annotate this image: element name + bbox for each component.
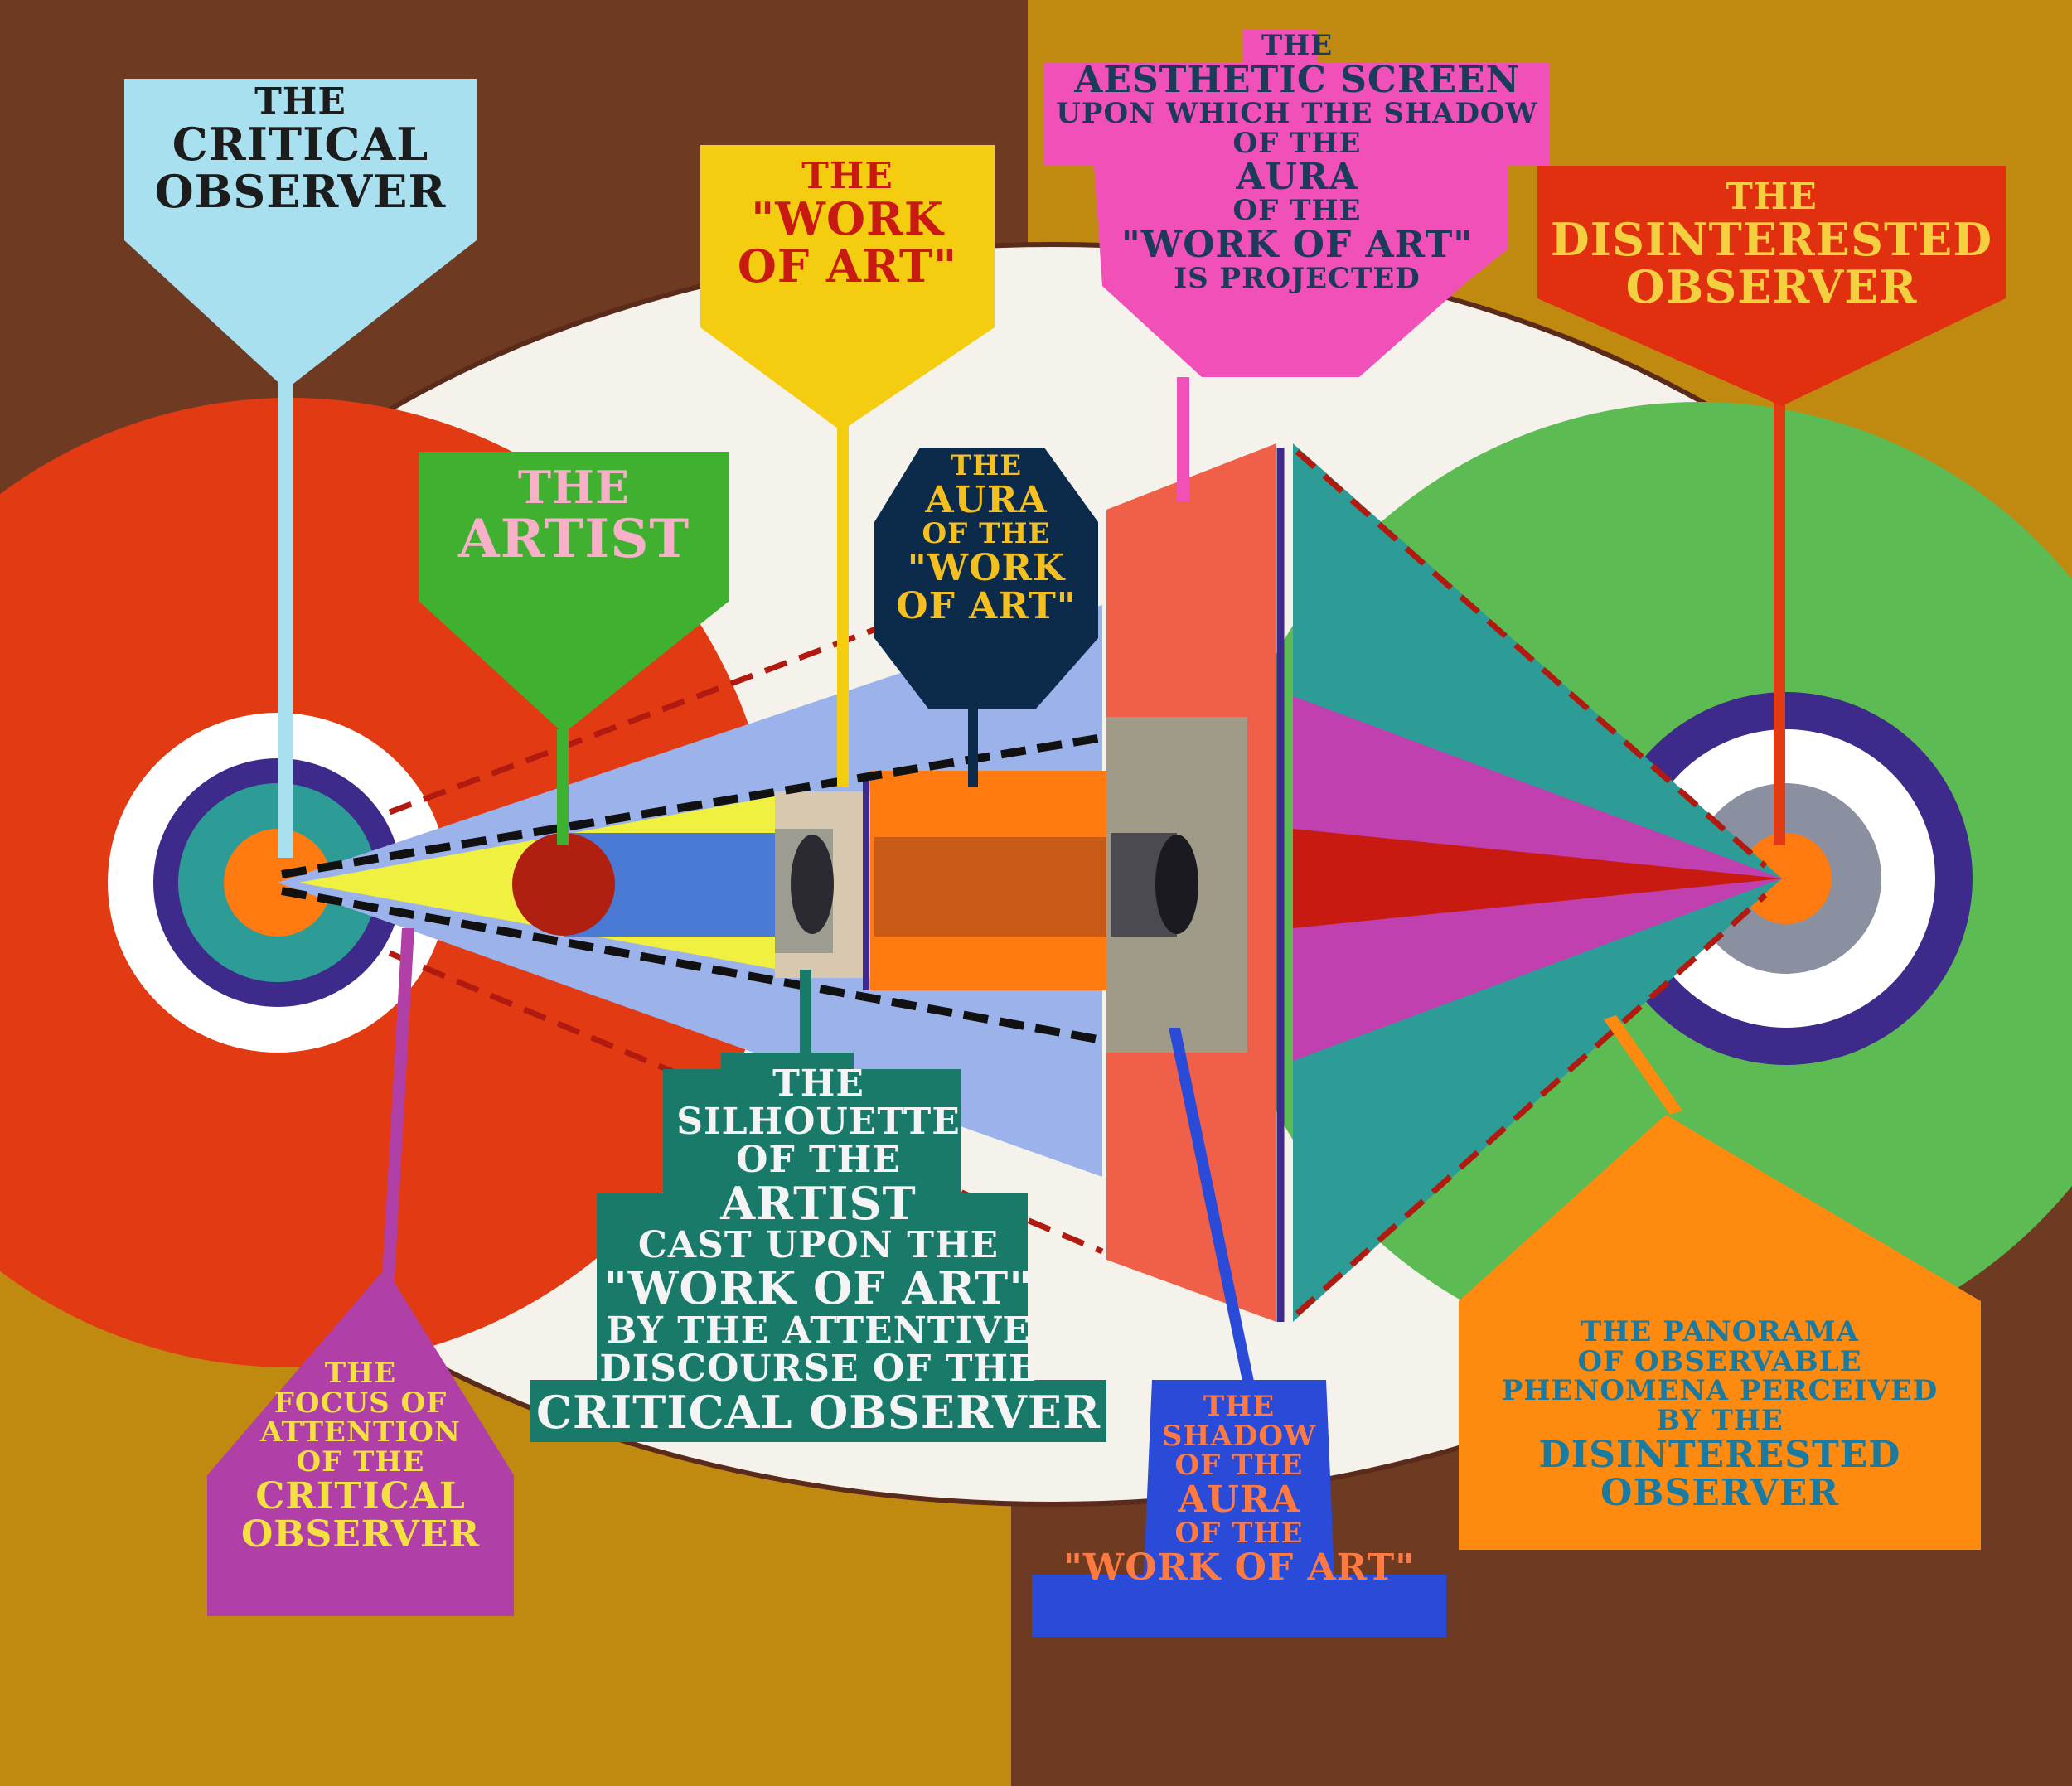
focus-line3: ATTENTION [260, 1416, 461, 1450]
silhouette-line9: CRITICAL OBSERVER [536, 1385, 1101, 1439]
shadow-line5: OF THE [1174, 1517, 1304, 1551]
artist-red-ball [512, 833, 615, 936]
aesthetic-screen-sign [1044, 29, 1550, 377]
silhouette-line3: OF THE [736, 1139, 901, 1182]
aura-line3: OF THE [922, 516, 1051, 550]
artist-line1: THE [517, 461, 631, 514]
artist-label: THE ARTIST [419, 464, 729, 567]
work-of-art-sign [700, 145, 995, 431]
red-triangle [1293, 829, 1782, 928]
aura-line2: AURA [925, 478, 1048, 521]
silhouette-line7: BY THE ATTENTIVE [606, 1309, 1031, 1353]
panorama-line5: DISINTERESTED [1538, 1433, 1901, 1476]
dark-disc-left [791, 835, 834, 934]
silhouette-stem [800, 970, 811, 1069]
aura-line1: THE [950, 449, 1023, 482]
artist-sign [419, 452, 729, 733]
critical-observer-line3: OBSERVER [154, 164, 447, 218]
shadow-of-aura-sign [1032, 1380, 1446, 1637]
shadow-of-aura-label: THE SHADOW OF THE AURA OF THE "WORK OF A… [1032, 1392, 1446, 1587]
panorama-sign [1459, 1115, 1981, 1550]
disinterested-observer-line1: THE [1726, 176, 1818, 218]
work-of-art-line1: THE [801, 155, 893, 197]
disinterested-observer-line3: OBSERVER [1625, 259, 1918, 313]
panorama-line6: OBSERVER [1600, 1471, 1840, 1514]
panorama-line2: OF OBSERVABLE [1577, 1344, 1862, 1378]
aesthetic-screen-line1: THE [1261, 29, 1334, 62]
shadow-line6: "WORK OF ART" [1063, 1546, 1416, 1589]
aesthetic-screen-line7: "WORK OF ART" [1121, 224, 1474, 267]
disinterested-observer-line2: DISINTERESTED [1550, 213, 1993, 267]
aura-label: THE AURA OF THE "WORK OF ART" [874, 449, 1098, 627]
aesthetic-screen-drip [1177, 377, 1189, 501]
critical-observer-line2: CRITICAL [172, 118, 429, 172]
focus-line5: CRITICAL [255, 1474, 466, 1517]
focus-line2: FOCUS OF [274, 1386, 448, 1420]
disinterested-observer-label: THE DISINTERESTED OBSERVER [1537, 176, 2006, 313]
silhouette-label: THE SILHOUETTE OF THE ARTIST CAST UPON T… [530, 1062, 1106, 1439]
shadow-line2: SHADOW [1161, 1419, 1317, 1453]
aura-line5: OF ART" [896, 584, 1077, 627]
critical-observer-sign [124, 79, 477, 390]
silhouette-line5: CAST UPON THE [637, 1224, 1000, 1267]
work-of-art-line3: OF ART" [737, 239, 958, 293]
aesthetic-screen-line2: AESTHETIC SCREEN [1074, 58, 1520, 101]
artist-stem [557, 729, 569, 845]
focus-stem [381, 928, 414, 1293]
shadow-line1: THE [1203, 1390, 1276, 1423]
aesthetic-screen-line5: AURA [1236, 156, 1358, 199]
silhouette-sign [530, 1053, 1106, 1442]
shadow-line3: OF THE [1174, 1449, 1304, 1483]
aesthetic-screen-label: THE AESTHETIC SCREEN UPON WHICH THE SHAD… [1044, 31, 1550, 294]
aesthetic-screen-line3: UPON WHICH THE SHADOW [1056, 96, 1538, 130]
right-lower-dashed-line [1295, 893, 1768, 1316]
focus-line1: THE [324, 1357, 397, 1390]
aesthetic-screen-line4: OF THE [1232, 126, 1362, 160]
aesthetic-screen-line8: IS PROJECTED [1174, 262, 1421, 296]
shadow-line4: AURA [1178, 1479, 1300, 1522]
focus-line6: OBSERVER [240, 1513, 481, 1556]
critical-observer-line1: THE [254, 80, 346, 123]
silhouette-line1: THE [772, 1062, 864, 1105]
panorama-stem [1604, 1015, 1682, 1115]
brown-cylinder [874, 837, 1115, 937]
lower-inner-dashed-line [281, 887, 1103, 1044]
work-of-art-line2: "WORK [751, 192, 944, 246]
work-of-art-label: THE "WORK OF ART" [700, 157, 995, 290]
panorama-line4: BY THE [1656, 1404, 1784, 1438]
shadow-stem [1169, 1028, 1260, 1409]
right-target-center [1740, 833, 1832, 924]
critical-observer-label: THE CRITICAL OBSERVER [124, 80, 477, 218]
upper-inner-dashed-line [281, 733, 1103, 878]
silhouette-line2: SILHOUETTE [676, 1101, 961, 1144]
dark-disc-right [1155, 835, 1198, 934]
work-of-art-stem [837, 423, 849, 787]
disinterested-observer-stem [1774, 398, 1785, 845]
silhouette-line4: ARTIST [720, 1176, 917, 1230]
artist-line2: ARTIST [457, 507, 690, 570]
focus-of-attention-sign [207, 1268, 514, 1616]
critical-observer-stem [278, 381, 293, 858]
panorama-line3: PHENOMENA PERCEIVED [1501, 1374, 1939, 1408]
aesthetic-screen-line6: OF THE [1232, 194, 1362, 228]
aura-line4: "WORK [907, 546, 1066, 589]
aura-stem [968, 704, 978, 787]
disinterested-observer-sign [1537, 166, 2006, 406]
focus-line4: OF THE [296, 1445, 425, 1479]
panorama-line1: THE PANORAMA [1581, 1315, 1859, 1348]
silhouette-line6: "WORK OF ART" [603, 1261, 1034, 1315]
panorama-label: THE PANORAMA OF OBSERVABLE PHENOMENA PER… [1459, 1315, 1981, 1514]
focus-of-attention-label: THE FOCUS OF ATTENTION OF THE CRITICAL O… [207, 1357, 514, 1556]
aura-sign [874, 448, 1098, 709]
right-upper-dashed-line [1295, 449, 1768, 869]
silhouette-line8: DISCOURSE OF THE [599, 1348, 1038, 1391]
